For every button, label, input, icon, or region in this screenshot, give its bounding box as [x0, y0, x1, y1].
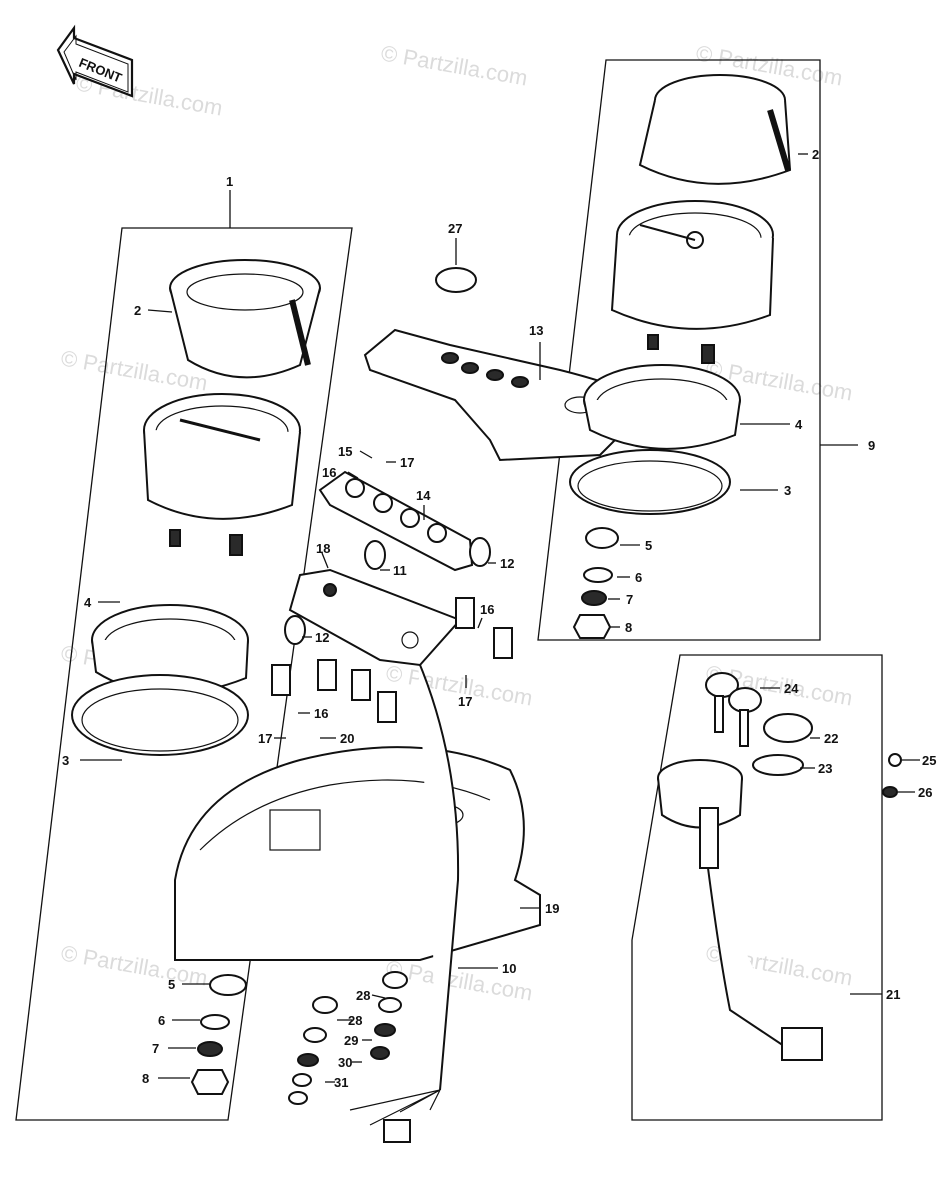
callout-27: 27 — [448, 221, 462, 236]
callout-11: 11 — [393, 563, 407, 578]
callout-7: 7 — [152, 1041, 159, 1056]
right-meter-body — [610, 200, 774, 364]
callout-1: 1 — [226, 174, 233, 189]
callout-9: 9 — [868, 438, 875, 453]
callout-16: 16 — [322, 465, 336, 480]
callout-12: 12 — [500, 556, 514, 571]
washer — [882, 786, 898, 798]
socket-cluster — [271, 597, 513, 723]
meter-case — [174, 746, 541, 961]
callout-6: 6 — [635, 570, 642, 585]
callout-5: 5 — [645, 538, 652, 553]
callout-2: 2 — [134, 303, 141, 318]
leader-lines — [80, 153, 920, 1083]
left-meter-body — [143, 393, 301, 556]
meter-cable — [417, 659, 460, 1091]
bulb — [284, 615, 306, 645]
callout-15: 15 — [338, 444, 352, 459]
callout-17: 17 — [258, 731, 272, 746]
callout-5: 5 — [168, 977, 175, 992]
callout-20: 20 — [340, 731, 354, 746]
callout-2: 2 — [812, 147, 819, 162]
ignition-frame — [631, 654, 883, 1121]
callout-17: 17 — [400, 455, 414, 470]
bulb — [469, 537, 491, 567]
ignition-switch — [657, 759, 823, 1061]
indicator-strip — [318, 470, 474, 572]
left-assembly-frame — [15, 227, 353, 1121]
right-ring-4 — [583, 364, 741, 450]
screw — [888, 753, 902, 767]
left-ring-3 — [71, 674, 249, 756]
left-meter-cover — [169, 259, 321, 379]
callout-8: 8 — [142, 1071, 149, 1086]
callout-17: 17 — [458, 694, 472, 709]
center-hardware — [288, 971, 408, 1105]
right-ring-3 — [569, 449, 731, 515]
ignition-nut — [752, 713, 813, 776]
front-arrow: FRONT — [56, 24, 134, 98]
indicator-panel — [288, 568, 462, 667]
right-meter-cover — [638, 74, 792, 185]
callout-12: 12 — [315, 630, 329, 645]
callout-4: 4 — [795, 417, 803, 432]
watermark: © Partzilla.com — [379, 40, 529, 90]
callout-28: 28 — [348, 1013, 362, 1028]
callout-3: 3 — [62, 753, 69, 768]
left-hardware — [190, 974, 247, 1095]
callout-10: 10 — [502, 961, 516, 976]
right-hardware — [572, 527, 619, 639]
callout-14: 14 — [416, 488, 431, 503]
callout-29: 29 — [344, 1033, 358, 1048]
callout-3: 3 — [784, 483, 791, 498]
callout-7: 7 — [626, 592, 633, 607]
bulb — [364, 540, 386, 570]
callout-28: 28 — [356, 988, 370, 1003]
callout-8: 8 — [625, 620, 632, 635]
callout-18: 18 — [316, 541, 330, 556]
ignition-keys — [705, 672, 762, 747]
callout-30: 30 — [338, 1055, 352, 1070]
callout-22: 22 — [824, 731, 838, 746]
callout-4: 4 — [84, 595, 92, 610]
callout-26: 26 — [918, 785, 932, 800]
callout-19: 19 — [545, 901, 559, 916]
callout-6: 6 — [158, 1013, 165, 1028]
callout-labels: 1 2 2 3 3 4 4 5 5 6 6 7 7 8 8 9 10 11 12… — [62, 147, 936, 1090]
callout-16: 16 — [314, 706, 328, 721]
callout-24: 24 — [784, 681, 799, 696]
callout-13: 13 — [529, 323, 543, 338]
callout-21: 21 — [886, 987, 900, 1002]
callout-31: 31 — [334, 1075, 348, 1090]
cap — [435, 267, 477, 293]
callout-25: 25 — [922, 753, 936, 768]
callout-16: 16 — [480, 602, 494, 617]
callout-23: 23 — [818, 761, 832, 776]
